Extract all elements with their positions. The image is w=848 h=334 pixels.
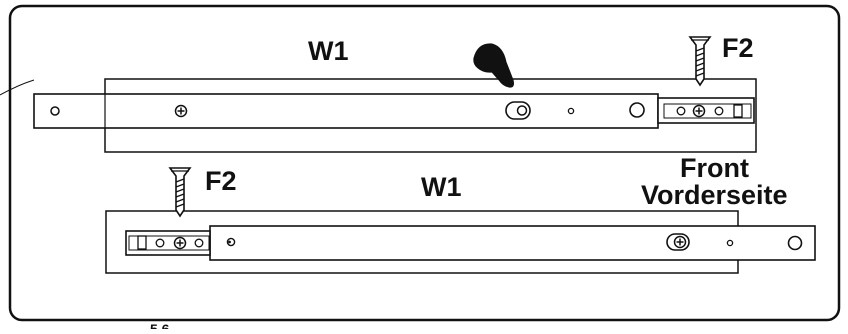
mount-hole — [194, 238, 204, 248]
mount-hole — [787, 235, 803, 251]
top-inner-member — [33, 93, 659, 129]
mount-hole — [567, 107, 575, 115]
mount-hole — [714, 106, 724, 116]
top-rail-label: W1 — [308, 36, 349, 66]
front-label: Front — [680, 153, 749, 183]
phillips-screw-hole-icon — [692, 104, 706, 118]
mount-hole — [50, 106, 60, 116]
top-drawer-slide: W1 F2 — [33, 33, 757, 153]
mount-hole — [726, 239, 734, 247]
phillips-screw-hole-icon — [174, 104, 188, 118]
bottom-drawer-slide: F2 W1 Front Vorderseite — [105, 153, 816, 274]
bottom-rail-label: W1 — [421, 172, 462, 202]
phillips-screw-hole-icon — [673, 235, 687, 249]
bracket-slot — [733, 104, 743, 118]
cut-off-footer-text: 5 6 — [150, 321, 170, 329]
pointing-hand-icon — [473, 43, 514, 88]
mount-hole — [155, 238, 165, 248]
bottom-inner-member — [209, 225, 816, 261]
top-screw-label: F2 — [722, 33, 754, 63]
bottom-screw-label: F2 — [205, 166, 237, 196]
mount-hole — [226, 237, 236, 247]
mount-hole — [629, 102, 645, 118]
phillips-screw-hole-icon — [173, 236, 187, 250]
mount-hole — [676, 106, 686, 116]
leader-line — [0, 79, 35, 96]
bracket-slot — [137, 235, 147, 250]
front-label-german: Vorderseite — [641, 180, 788, 210]
